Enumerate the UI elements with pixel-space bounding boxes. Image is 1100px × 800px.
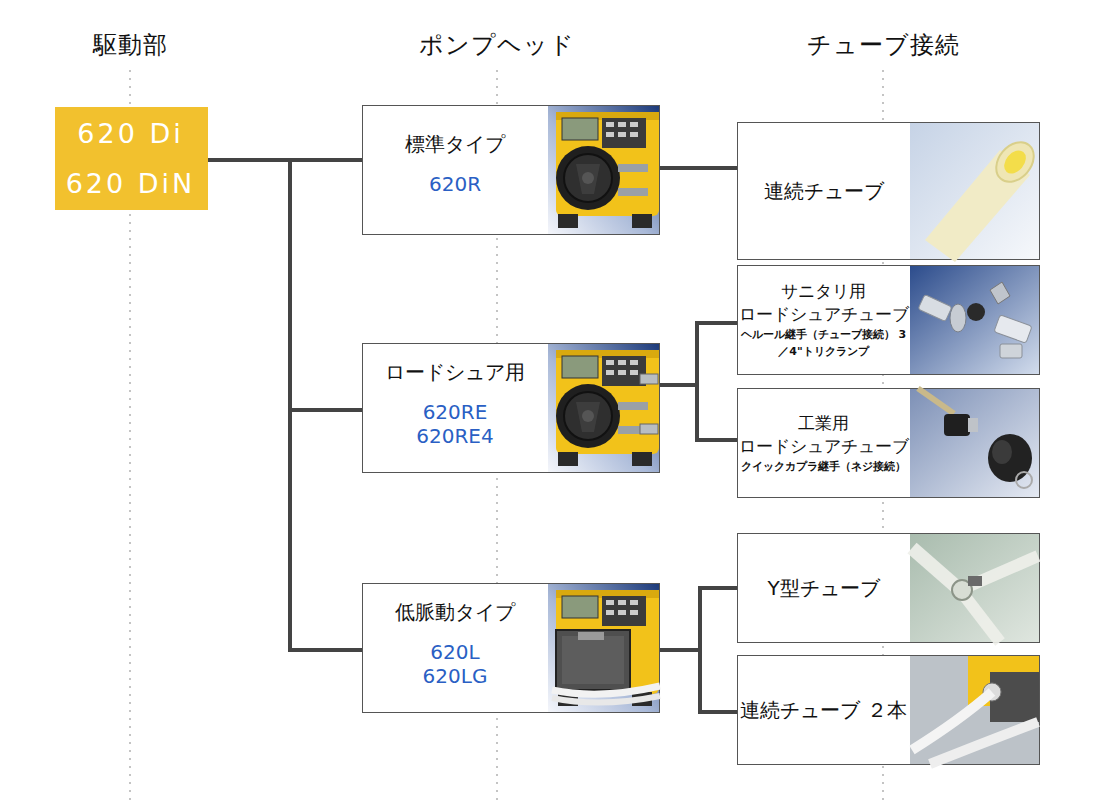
connector-line (208, 160, 362, 410)
drive-unit-box: 620 Di620 DiN (55, 107, 208, 210)
fitting-photo (910, 266, 1039, 374)
tube-box: 工業用 ロードシュアチューブクイックカプラ継手（ネジ接続） (737, 388, 1040, 498)
text-column: 標準タイプ 620R (363, 106, 547, 234)
connector-line (660, 650, 737, 712)
node-subtitle: 620RE 620RE4 (400, 400, 510, 448)
node-title: 連続チューブ (764, 176, 884, 206)
pump-head-box: 標準タイプ 620R (362, 105, 660, 235)
pump-head-box: ロードシュア用 620RE 620RE4 (362, 343, 660, 473)
coupler-photo (910, 386, 1039, 497)
node-subtitle: ヘルール継手（チューブ接続） 3／4"トリクランプ (738, 326, 909, 360)
node-title: 工業用 ロードシュアチューブ (738, 412, 909, 458)
node-title: 連続チューブ ２本 (740, 695, 906, 725)
tube-box: サニタリ用 ロードシュアチューブヘルール継手（チューブ接続） 3／4"トリクラン… (737, 265, 1040, 375)
text-column: 低脈動タイプ 620L 620LG (363, 584, 547, 712)
connector-line (660, 385, 737, 440)
node-title: サニタリ用 ロードシュアチューブ (738, 280, 909, 326)
y-tube-photo (910, 534, 1039, 642)
text-column: 連続チューブ ２本 (738, 656, 909, 764)
text-column: サニタリ用 ロードシュアチューブヘルール継手（チューブ接続） 3／4"トリクラン… (738, 266, 909, 374)
connector-line (660, 588, 737, 650)
text-column: 工業用 ロードシュアチューブクイックカプラ継手（ネジ接続） (738, 389, 909, 497)
pump-photo (548, 344, 659, 472)
node-title: 標準タイプ (405, 130, 505, 158)
node-title: Y型チューブ (767, 573, 879, 603)
pump-photo (548, 584, 660, 712)
text-column: 620 Di620 DiN (55, 107, 206, 210)
tube-photo (910, 123, 1041, 262)
node-subtitle: 620 DiN (66, 159, 196, 209)
pump-head-box: 低脈動タイプ 620L 620LG (362, 583, 660, 713)
column-heading: 駆動部 (93, 29, 168, 61)
node-subtitle: クイックカプラ継手（ネジ接続） (741, 458, 906, 475)
connector-line (208, 160, 362, 650)
text-column: ロードシュア用 620RE 620RE4 (363, 344, 547, 472)
tube-box: 連続チューブ (737, 122, 1040, 260)
tube-box: Y型チューブ (737, 533, 1040, 643)
node-subtitle: 620L 620LG (400, 640, 510, 688)
text-column: 連続チューブ (738, 123, 909, 259)
pump-photo (548, 106, 659, 234)
column-heading: チューブ接続 (807, 29, 960, 61)
column-heading: ポンプヘッド (419, 29, 575, 61)
connector-line (660, 166, 737, 170)
node-subtitle: 620R (429, 172, 481, 196)
text-column: Y型チューブ (738, 534, 909, 642)
tube-box: 連続チューブ ２本 (737, 655, 1040, 765)
twin-tube-photo (910, 656, 1039, 764)
connector-line (660, 323, 737, 385)
node-title: 低脈動タイプ (395, 598, 515, 626)
node-title: ロードシュア用 (385, 358, 525, 386)
node-title: 620 Di (77, 109, 183, 159)
